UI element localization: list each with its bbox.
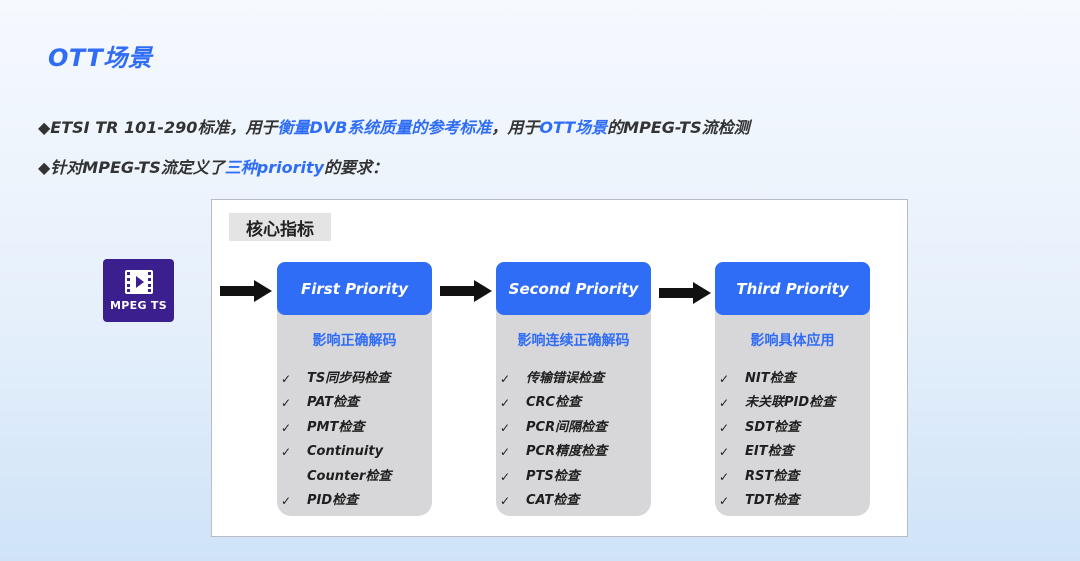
check-icon: ✓ <box>281 396 292 411</box>
check-icon: ✓ <box>719 445 730 460</box>
arrow-right-icon <box>659 282 711 304</box>
bullet-tr101-290: ◆ETSI TR 101-290标准，用于衡量DVB系统质量的参考标准，用于OT… <box>38 114 750 138</box>
check-icon: ✓ <box>500 469 511 484</box>
film-play-icon <box>124 270 153 294</box>
second-priority-card: Second Priority 影响连续正确解码 ✓传输错误检查 ✓CRC检查 … <box>496 262 651 516</box>
list-item: ✓PCR间隔检查 <box>500 416 650 440</box>
third-priority-subtitle: 影响具体应用 <box>750 333 835 349</box>
bullet-text: ，用于 <box>491 118 540 137</box>
check-icon: ✓ <box>500 445 511 460</box>
page-title: OTT场景 <box>48 44 153 72</box>
second-priority-subtitle: 影响连续正确解码 <box>517 333 630 349</box>
mpeg-ts-logo: MPEG TS <box>103 259 174 322</box>
third-priority-card: Third Priority 影响具体应用 ✓NIT检查 ✓未关联PID检查 ✓… <box>715 262 870 516</box>
list-item: ✓PTS检查 <box>500 465 650 489</box>
check-icon: ✓ <box>719 372 730 386</box>
check-icon: ✓ <box>719 469 730 484</box>
list-item: ✓未关联PID检查 <box>719 391 869 415</box>
list-item: ✓SDT检查 <box>719 416 869 440</box>
check-icon: ✓ <box>500 396 511 411</box>
list-item: ✓传输错误检查 <box>500 367 650 391</box>
bullet-highlight: 三种priority <box>224 158 325 177</box>
core-metrics-label: 核心指标 <box>229 213 331 241</box>
list-item: ✓PID检查 <box>281 489 431 513</box>
third-priority-title: Third Priority <box>715 262 870 315</box>
first-priority-title: First Priority <box>277 262 432 315</box>
check-icon: ✓ <box>281 372 292 386</box>
check-icon: ✓ <box>719 494 730 509</box>
second-priority-list: ✓传输错误检查 ✓CRC检查 ✓PCR间隔检查 ✓PCR精度检查 ✓PTS检查 … <box>500 367 650 513</box>
bullet-text: 的要求： <box>324 158 389 177</box>
list-item: ✓PCR精度检查 <box>500 440 650 464</box>
check-icon: ✓ <box>281 445 292 460</box>
mpeg-ts-logo-text: MPEG TS <box>110 299 167 312</box>
list-item: ✓PAT检查 <box>281 391 431 415</box>
list-item: ✓TDT检查 <box>719 489 869 513</box>
list-item: ✓NIT检查 <box>719 367 869 391</box>
arrow-right-icon <box>220 280 272 302</box>
bullet-text: ◆针对MPEG-TS流定义了 <box>38 158 225 177</box>
list-item: ✓TS同步码检查 <box>281 367 431 391</box>
bullet-text: ◆ETSI TR 101-290标准，用于 <box>38 118 278 137</box>
bullet-priority-definition: ◆针对MPEG-TS流定义了三种priority的要求： <box>38 154 388 178</box>
bullet-highlight: OTT场景 <box>539 118 608 137</box>
list-item: ✓RST检查 <box>719 465 869 489</box>
check-icon: ✓ <box>500 372 511 386</box>
first-priority-card: First Priority 影响正确解码 ✓TS同步码检查 ✓PAT检查 ✓P… <box>277 262 432 516</box>
check-icon: ✓ <box>281 420 292 435</box>
bullet-text: 的MPEG-TS流检测 <box>607 118 750 137</box>
arrow-right-icon <box>440 280 492 302</box>
list-item: ✓CRC检查 <box>500 391 650 415</box>
third-priority-list: ✓NIT检查 ✓未关联PID检查 ✓SDT检查 ✓EIT检查 ✓RST检查 ✓T… <box>719 367 869 513</box>
list-item: ✓EIT检查 <box>719 440 869 464</box>
first-priority-list: ✓TS同步码检查 ✓PAT检查 ✓PMT检查 ✓Continuity Count… <box>281 367 431 513</box>
first-priority-subtitle: 影响正确解码 <box>312 333 397 349</box>
list-item: ✓Continuity Counter检查 <box>281 440 431 489</box>
check-icon: ✓ <box>281 494 292 509</box>
second-priority-title: Second Priority <box>496 262 651 315</box>
check-icon: ✓ <box>500 494 511 509</box>
check-icon: ✓ <box>500 420 511 435</box>
check-icon: ✓ <box>719 420 730 435</box>
check-icon: ✓ <box>719 396 730 411</box>
list-item: ✓PMT检查 <box>281 416 431 440</box>
list-item: ✓CAT检查 <box>500 489 650 513</box>
bullet-highlight: 衡量DVB系统质量的参考标准 <box>277 118 492 137</box>
